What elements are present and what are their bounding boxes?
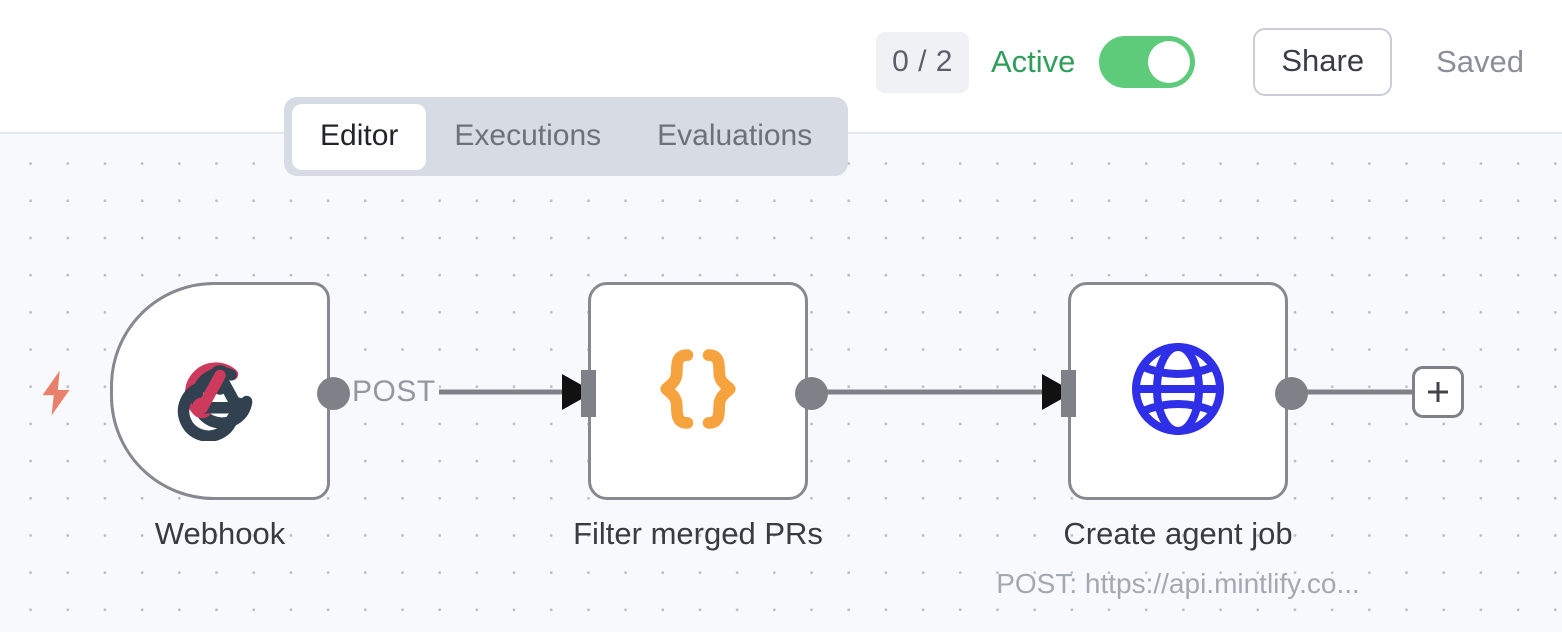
execution-count-badge: 0 / 2 [876,31,969,93]
node-create-subcaption: POST: https://api.mintlify.co... [996,568,1360,599]
node-layer: Webhook Filter merged PRs [0,134,1562,632]
create-output-handle[interactable] [1275,377,1308,410]
webhook-icon [168,337,272,446]
workflow-canvas[interactable]: Webhook Filter merged PRs [0,134,1562,632]
node-filter-merged-prs[interactable] [581,282,828,500]
view-tabs: Editor Executions Evaluations [284,97,849,176]
create-input-handle[interactable] [1061,370,1076,417]
tab-editor[interactable]: Editor [292,103,427,170]
active-toggle[interactable] [1099,36,1196,88]
add-node-button[interactable] [1412,366,1464,418]
saved-status-label: Saved [1436,44,1524,79]
json-braces-icon [645,336,751,447]
plus-icon [1428,382,1448,402]
tab-executions[interactable]: Executions [454,118,602,152]
tab-evaluations[interactable]: Evaluations [657,118,813,152]
node-create-caption: Create agent job [1063,516,1293,551]
globe-icon [1128,339,1228,444]
toggle-knob [1148,41,1191,83]
node-webhook[interactable] [110,282,350,500]
lightning-bolt-icon [38,370,74,421]
node-filter-caption: Filter merged PRs [573,516,823,551]
webhook-output-handle[interactable] [317,377,350,410]
header-actions: 0 / 2 Active Share Saved [876,28,1524,96]
filter-input-handle[interactable] [581,370,596,417]
active-status-label: Active [990,44,1076,79]
edge-label-post: POST [349,375,439,409]
node-webhook-caption: Webhook [154,516,286,551]
share-button[interactable]: Share [1253,28,1393,96]
node-create-agent-job[interactable] [1061,282,1308,500]
filter-output-handle[interactable] [795,377,828,410]
